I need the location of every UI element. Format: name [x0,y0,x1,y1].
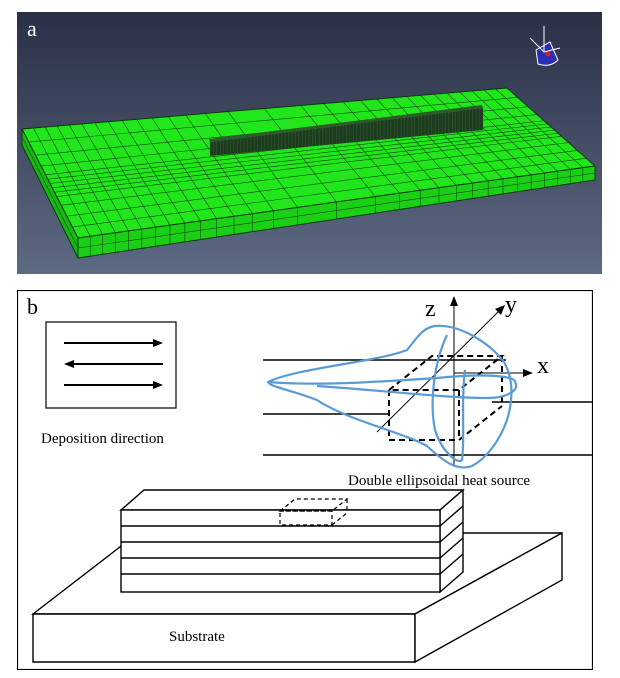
plate-left-face [21,128,79,259]
panel-b-schematic: Deposition direction z y x [16,289,594,671]
schematic-canvas: Deposition direction z y x [16,289,594,671]
deposition-legend-box [45,321,177,409]
panel-a-label: a [27,16,37,41]
z-axis-label: z [425,296,436,322]
deposited-layers [119,488,465,594]
arrow-right-icon [64,381,163,389]
deposited-bead-top [209,105,483,142]
deposition-direction-caption: Deposition direction [41,431,164,447]
z-axis-arrowhead [450,296,458,306]
mesh-canvas [17,12,602,274]
triad-axis-icon [529,26,561,66]
heat-source-curves [266,324,518,469]
arrow-left-icon [64,360,163,368]
substrate-caption: Substrate [169,629,225,645]
arrow-right-icon [64,339,163,347]
panel-b-label: b [27,294,38,319]
y-axis-arrowhead [495,305,505,315]
heat-source-caption: Double ellipsoidal heat source [348,473,530,489]
panel-a-mesh-model: a [17,12,602,274]
x-axis-label: x [537,353,549,379]
x-axis-arrowhead [523,369,533,377]
y-axis [376,309,501,433]
small-dashed-heat-box [278,498,349,526]
y-axis-label: y [505,292,517,318]
bead-mesh [209,108,484,156]
